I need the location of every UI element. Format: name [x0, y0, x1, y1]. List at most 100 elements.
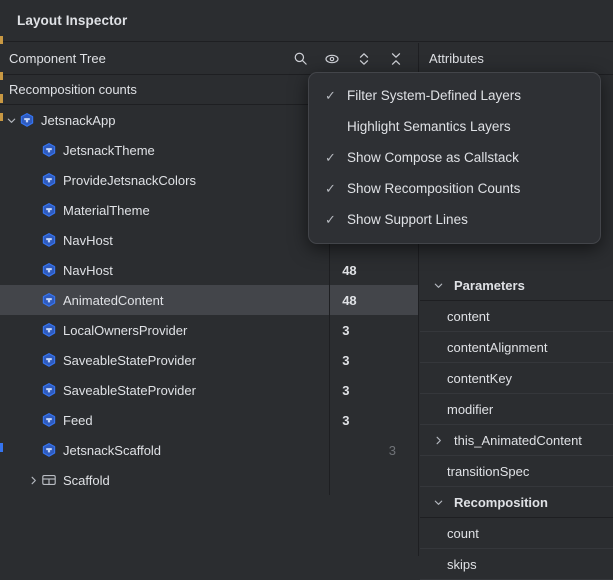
tree-row-name-cell: Scaffold — [0, 465, 329, 495]
eye-icon[interactable] — [324, 51, 340, 67]
menu-item[interactable]: ✓ Show Recomposition Counts — [309, 173, 600, 204]
compose-node-icon — [40, 412, 57, 429]
expand-collapse-icon[interactable] — [356, 51, 372, 67]
tree-row-label: ProvideJetsnackColors — [63, 172, 196, 188]
tree-row-label: SaveableStateProvider — [63, 352, 196, 368]
attribute-row[interactable]: this_AnimatedContent — [420, 425, 613, 456]
tree-row[interactable]: Scaffold — [0, 465, 418, 495]
recomposition-count-cell: 3 — [329, 375, 418, 405]
collapse-all-icon[interactable] — [388, 51, 404, 67]
check-icon: ✓ — [325, 211, 336, 227]
menu-item[interactable]: ✓Show Compose as Callstack — [309, 142, 600, 173]
tree-row-label: LocalOwnersProvider — [63, 322, 188, 338]
tree-row-label: NavHost — [63, 232, 113, 248]
component-tree-title: Component Tree — [9, 51, 106, 66]
menu-item-label: Highlight Semantics Layers — [347, 119, 511, 134]
tree-indent-spacer — [26, 315, 40, 345]
tree-indent-spacer — [26, 345, 40, 375]
tree-row-name-cell: SaveableStateProvider — [0, 375, 329, 405]
attribute-label: contentKey — [447, 370, 513, 386]
tree-indent-spacer — [26, 405, 40, 435]
tree-row-name-cell: JetsnackTheme — [0, 135, 329, 165]
tree-indent-spacer — [26, 165, 40, 195]
tree-row-name-cell: ProvideJetsnackColors — [0, 165, 329, 195]
attribute-section-header[interactable]: Parameters — [420, 270, 613, 301]
compose-node-icon — [40, 352, 57, 369]
gutter-accent-4 — [0, 113, 3, 121]
tree-indent-spacer — [26, 435, 40, 465]
menu-item-label: Filter System-Defined Layers — [347, 88, 522, 103]
tree-row-name-cell: LocalOwnersProvider — [0, 315, 329, 345]
tree-row-label: JetsnackApp — [41, 112, 116, 128]
menu-item[interactable]: ✓ Filter System-Defined Layers — [309, 80, 600, 111]
recomposition-count-cell: 48 — [329, 255, 418, 285]
menu-item[interactable]: ✓Show Support Lines — [309, 204, 600, 235]
attribute-row[interactable]: content — [420, 301, 613, 332]
attribute-row[interactable]: count — [420, 518, 613, 549]
compose-node-icon — [40, 442, 57, 459]
check-icon: ✓ — [325, 180, 336, 196]
tree-row-name-cell: Feed — [0, 405, 329, 435]
tree-row-name-cell: JetsnackApp — [0, 105, 329, 135]
tool-window-gutter — [0, 0, 3, 556]
attributes-header: Attributes — [420, 43, 613, 75]
page-title: Layout Inspector — [17, 13, 128, 28]
component-tree-toolbar — [292, 51, 418, 67]
tree-row[interactable]: JetsnackApp — [0, 105, 418, 135]
tree-indent-spacer — [26, 195, 40, 225]
tree-row-label: MaterialTheme — [63, 202, 150, 218]
attribute-row[interactable]: modifier — [420, 394, 613, 425]
attribute-label: modifier — [447, 401, 494, 417]
tree-indent-spacer — [26, 375, 40, 405]
tree-row-label: JetsnackScaffold — [63, 442, 162, 458]
chevron-down-icon[interactable] — [430, 487, 446, 518]
menu-item[interactable]: Highlight Semantics Layers — [309, 111, 600, 142]
tree-row[interactable]: NavHost — [0, 225, 418, 255]
search-icon[interactable] — [292, 51, 308, 67]
compose-node-icon — [40, 262, 57, 279]
tree-row-name-cell: SaveableStateProvider — [0, 345, 329, 375]
compose-node-icon — [40, 232, 57, 249]
chevron-down-icon[interactable] — [4, 105, 18, 135]
menu-item-label: Show Compose as Callstack — [347, 150, 519, 165]
recomposition-count-cell — [329, 465, 418, 495]
attribute-row[interactable]: transitionSpec — [420, 456, 613, 487]
compose-node-icon — [40, 292, 57, 309]
compose-node-icon — [40, 172, 57, 189]
attribute-row[interactable]: skips — [420, 549, 613, 580]
layout-view-icon — [40, 472, 57, 489]
chevron-right-icon[interactable] — [430, 425, 446, 456]
chevron-right-icon[interactable] — [26, 465, 40, 495]
attribute-row[interactable]: contentKey — [420, 363, 613, 394]
tree-row-label: Scaffold — [63, 472, 110, 488]
menu-item-label: Show Recomposition Counts — [347, 181, 521, 196]
window-title-bar: Layout Inspector — [0, 0, 613, 42]
tree-row-label: Feed — [63, 412, 93, 428]
compose-node-icon — [18, 112, 35, 129]
gutter-accent-3 — [0, 94, 3, 103]
gutter-marker-blue — [0, 443, 3, 452]
tree-row[interactable]: JetsnackScaffold 3 — [0, 435, 418, 465]
tree-indent-spacer — [26, 285, 40, 315]
compose-node-icon — [40, 382, 57, 399]
attribute-label: skips — [447, 556, 477, 572]
tree-row-name-cell: MaterialTheme — [0, 195, 329, 225]
check-icon: ✓ — [325, 87, 336, 103]
recomposition-counts-label: Recomposition counts — [9, 82, 137, 97]
gutter-accent-1 — [0, 36, 3, 44]
chevron-down-icon[interactable] — [430, 270, 446, 301]
component-tree-header: Component Tree — [0, 43, 418, 75]
attribute-row[interactable]: contentAlignment — [420, 332, 613, 363]
recomposition-count-cell: 3 — [329, 435, 418, 465]
tree-row-label: AnimatedContent — [63, 292, 164, 308]
attribute-section-header[interactable]: Recomposition — [420, 487, 613, 518]
tree-row[interactable]: JetsnackTheme — [0, 135, 418, 165]
attributes-title: Attributes — [429, 51, 484, 66]
